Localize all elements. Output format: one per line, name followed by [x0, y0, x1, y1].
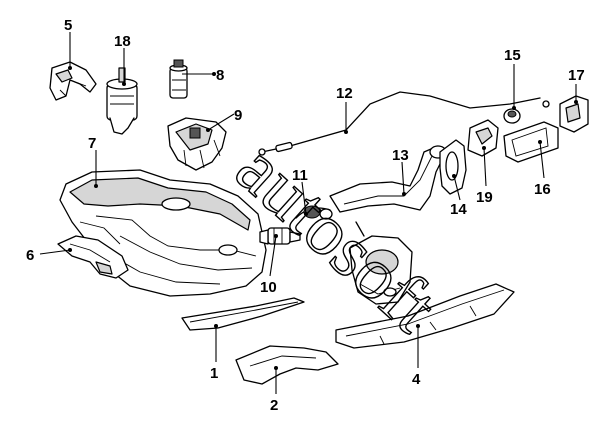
part-14-filler-ring: [439, 139, 467, 195]
callout-12: 12: [336, 85, 353, 102]
leader-lines: [39, 32, 577, 394]
callout-5: 5: [64, 17, 72, 34]
part-17-lock-actuator: [559, 95, 589, 133]
part-canister: [349, 221, 413, 305]
part-19-housing: [467, 119, 499, 157]
callout-10: 10: [260, 279, 277, 296]
part-2-heat-shield: [235, 345, 339, 385]
part-18-fuel-filter: [106, 67, 138, 135]
leader-dots: [68, 66, 578, 370]
part-11-fuel-hose: [295, 205, 333, 220]
callout-13: 13: [392, 147, 409, 164]
callout-8: 8: [216, 67, 224, 84]
callout-16: 16: [534, 181, 551, 198]
callout-18: 18: [114, 33, 131, 50]
part-1-strap: [181, 297, 305, 331]
callout-15: 15: [504, 47, 521, 64]
callout-11: 11: [292, 167, 308, 184]
callout-17: 17: [568, 67, 585, 84]
callout-6: 6: [26, 247, 34, 264]
callout-4: 4: [412, 371, 421, 388]
part-10-sender-unit: [259, 227, 301, 245]
callout-1: 1: [210, 365, 218, 382]
part-8-fuel-pump: [169, 59, 188, 99]
part-6-bracket: [57, 235, 129, 279]
callout-19: 19: [476, 189, 493, 206]
callout-9: 9: [234, 107, 242, 124]
callout-14: 14: [450, 201, 467, 218]
part-16-fuel-door: [503, 121, 559, 163]
callout-2: 2: [270, 397, 278, 414]
callout-7: 7: [88, 135, 96, 152]
part-4-long-shield: [335, 283, 515, 349]
part-15-grommet: [503, 108, 521, 124]
part-12-cable: [258, 91, 550, 156]
part-5-bracket: [49, 61, 97, 101]
callout-labels: 5 18 8 9 7 6 10 11 12 13 14 15 16 17 19 …: [26, 17, 585, 414]
part-9-pump-bracket: [167, 117, 227, 171]
